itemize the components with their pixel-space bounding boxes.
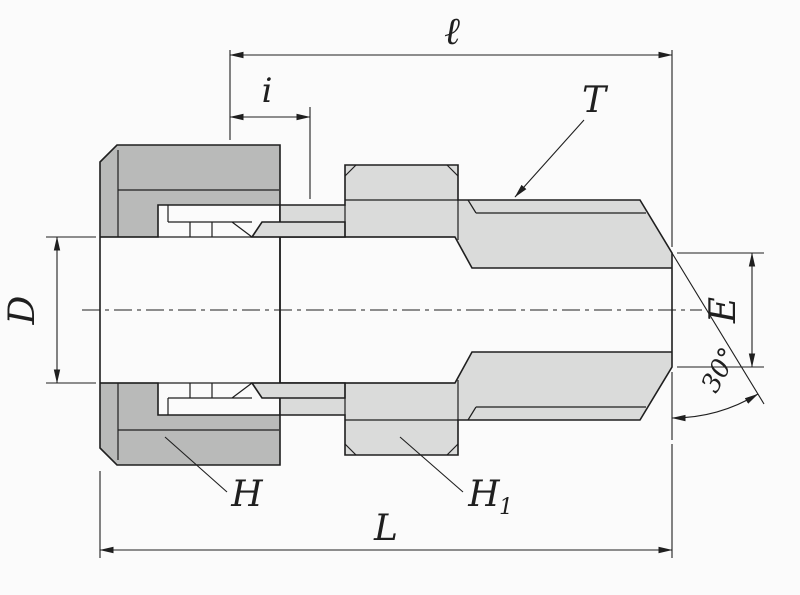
label-body-hex-subscript: 1 (499, 495, 513, 520)
label-tube-bore-dia: D (2, 295, 43, 325)
label-body-hex: H (467, 474, 500, 515)
internal-detail-lines (100, 150, 646, 460)
leader-nut-hex (164, 436, 228, 493)
label-insertion-depth: i (262, 71, 273, 111)
label-chamfer-angle: 30° (696, 343, 744, 398)
compression-nut (99, 144, 281, 466)
drawing-root: ℓ i T D E 30° H H 1 L (2, 9, 765, 558)
label-end-dia: E (703, 297, 744, 324)
label-thread: T (582, 80, 609, 121)
label-shoulder-length: ℓ (444, 9, 460, 53)
angle-arc-30deg (671, 393, 759, 422)
label-overall-length: L (373, 508, 398, 549)
dimension-labels: ℓ i T D E 30° H H 1 L (2, 9, 744, 549)
leader-body-hex (399, 436, 464, 493)
label-nut-hex: H (230, 474, 263, 515)
leader-thread (514, 119, 585, 198)
extension-lines (46, 50, 765, 558)
